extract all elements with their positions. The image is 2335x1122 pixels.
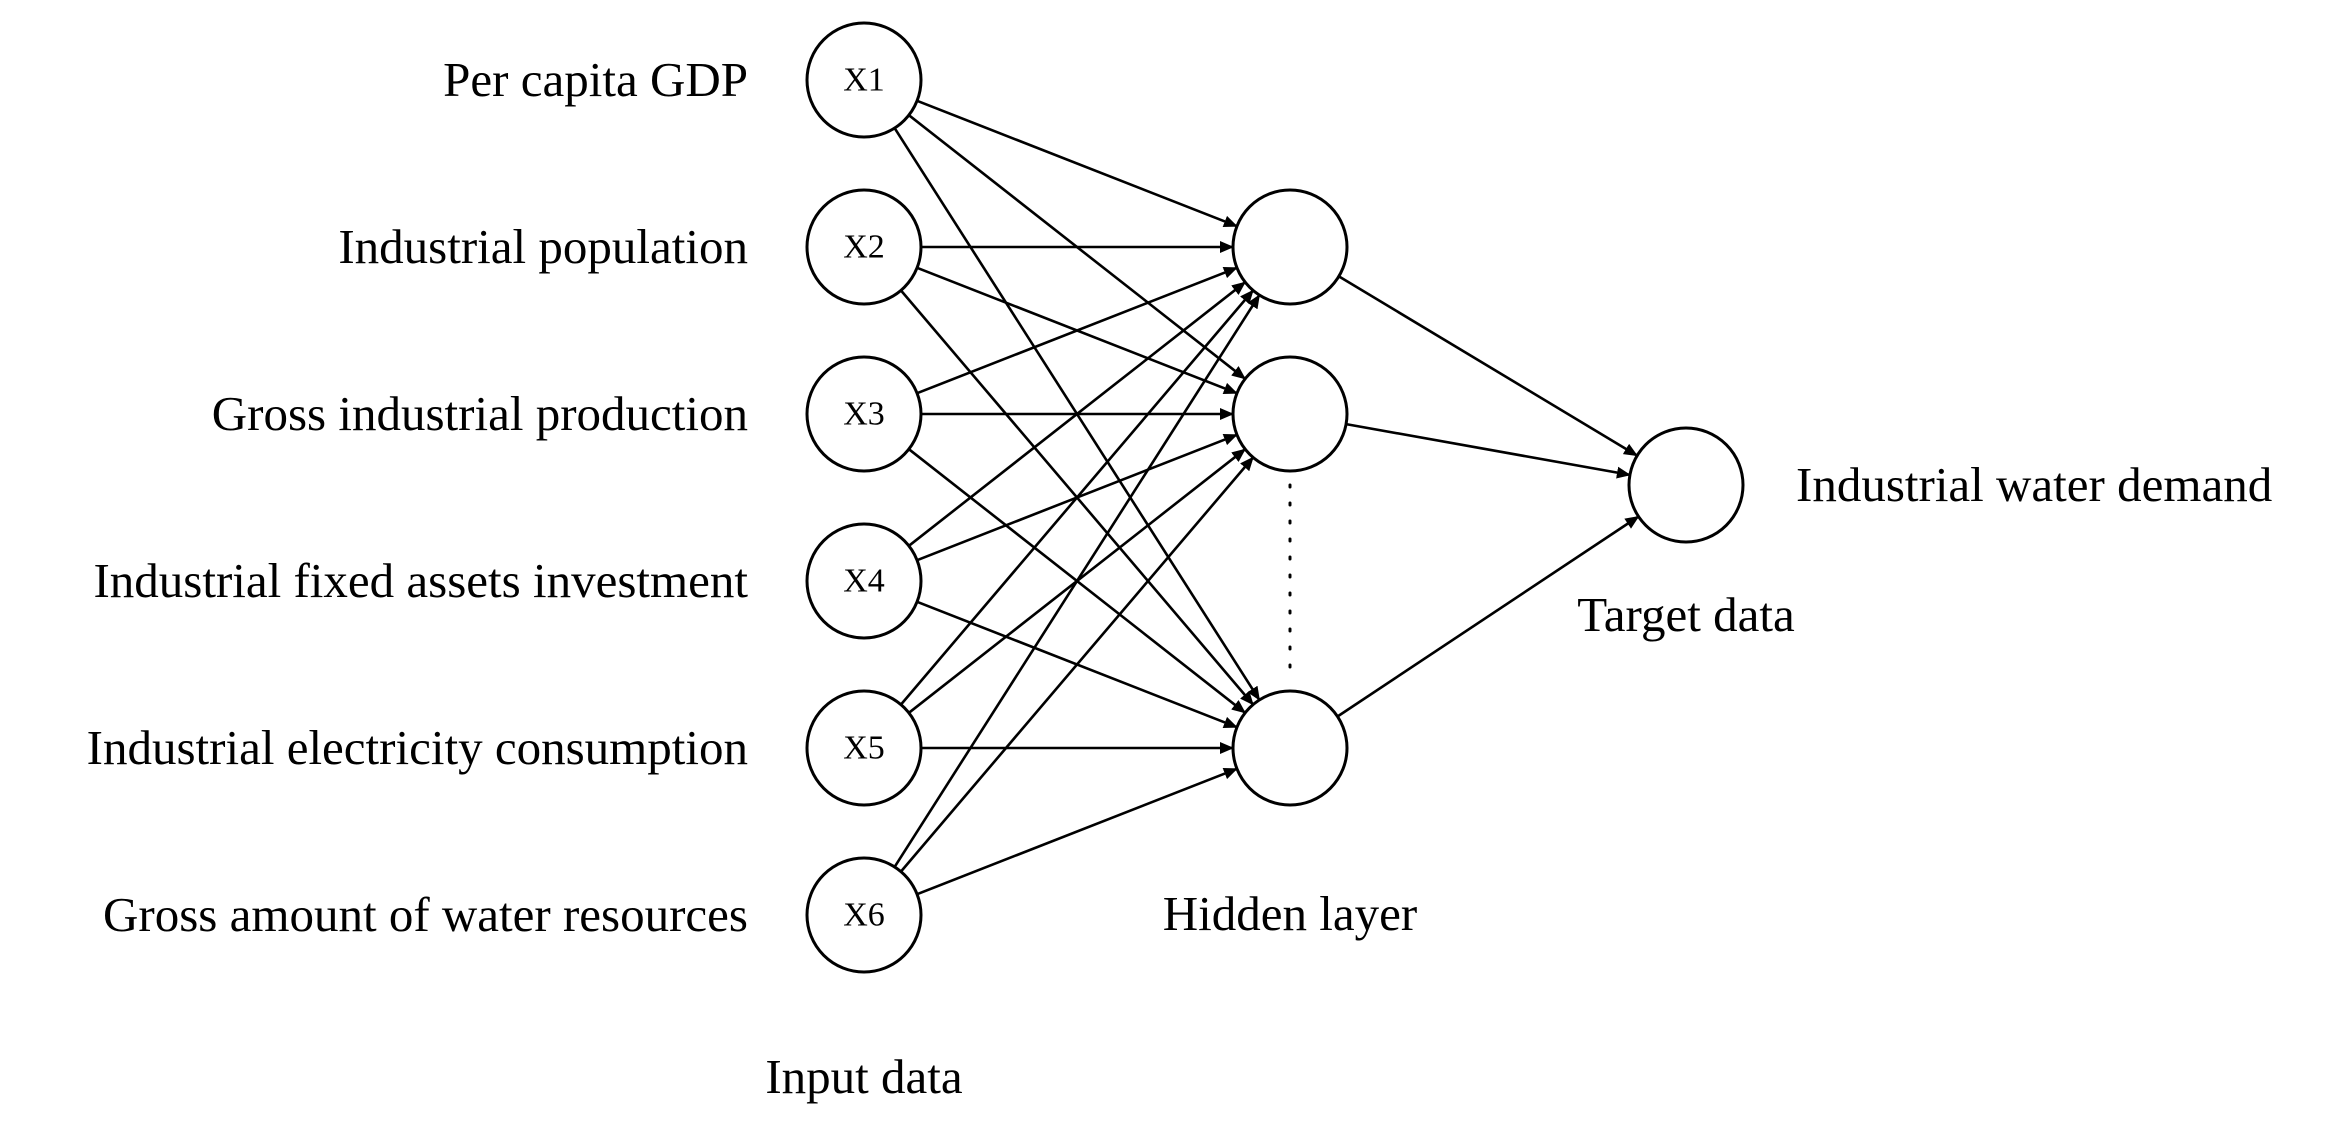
edge-input-5-hidden-1 [899, 289, 1255, 706]
input-node-label: X2 [843, 229, 885, 266]
connection-lines [893, 99, 1640, 896]
feature-label-per-capita-gdp: Per capita GDP [443, 52, 748, 107]
input-node-3: X3 [805, 355, 923, 473]
edge-input-4-hidden-1 [908, 281, 1246, 547]
input-node-label: X4 [843, 563, 885, 600]
feature-label-fixed-assets-investment: Industrial fixed assets investment [93, 553, 748, 608]
input-node-label: X6 [843, 897, 885, 934]
target-layer-caption: Target data [1577, 587, 1795, 642]
input-node-label: X1 [843, 62, 885, 99]
edge-input-6-hidden-2 [899, 456, 1255, 873]
hidden-node-3 [1231, 689, 1349, 807]
edge-input-1-hidden-1 [916, 99, 1238, 228]
input-node-5: X5 [805, 689, 923, 807]
feature-label-gross-industrial-production: Gross industrial production [212, 386, 748, 441]
edge-hidden-3-output [1336, 515, 1640, 718]
edge-input-3-hidden-1 [916, 266, 1238, 395]
hidden-node-1 [1231, 188, 1349, 306]
feature-label-electricity-consumption: Industrial electricity consumption [87, 720, 748, 775]
edge-input-6-hidden-1 [893, 294, 1261, 868]
output-node [1627, 426, 1745, 544]
input-node-6: X6 [805, 856, 923, 974]
hidden-layer-caption: Hidden layer [1163, 886, 1417, 941]
input-node-label: X5 [843, 730, 885, 767]
feature-label-industrial-population: Industrial population [338, 219, 748, 274]
hidden-node-2 [1231, 355, 1349, 473]
edge-hidden-2-output [1345, 422, 1631, 479]
input-layer-caption: Input data [765, 1049, 963, 1104]
edge-hidden-1-output [1338, 275, 1638, 457]
input-node-2: X2 [805, 188, 923, 306]
input-node-1: X1 [805, 21, 923, 139]
input-node-4: X4 [805, 522, 923, 640]
output-label: Industrial water demand [1796, 457, 2272, 512]
input-node-label: X3 [843, 396, 885, 433]
edge-input-6-hidden-3 [916, 767, 1238, 896]
feature-label-water-resources: Gross amount of water resources [103, 887, 748, 942]
